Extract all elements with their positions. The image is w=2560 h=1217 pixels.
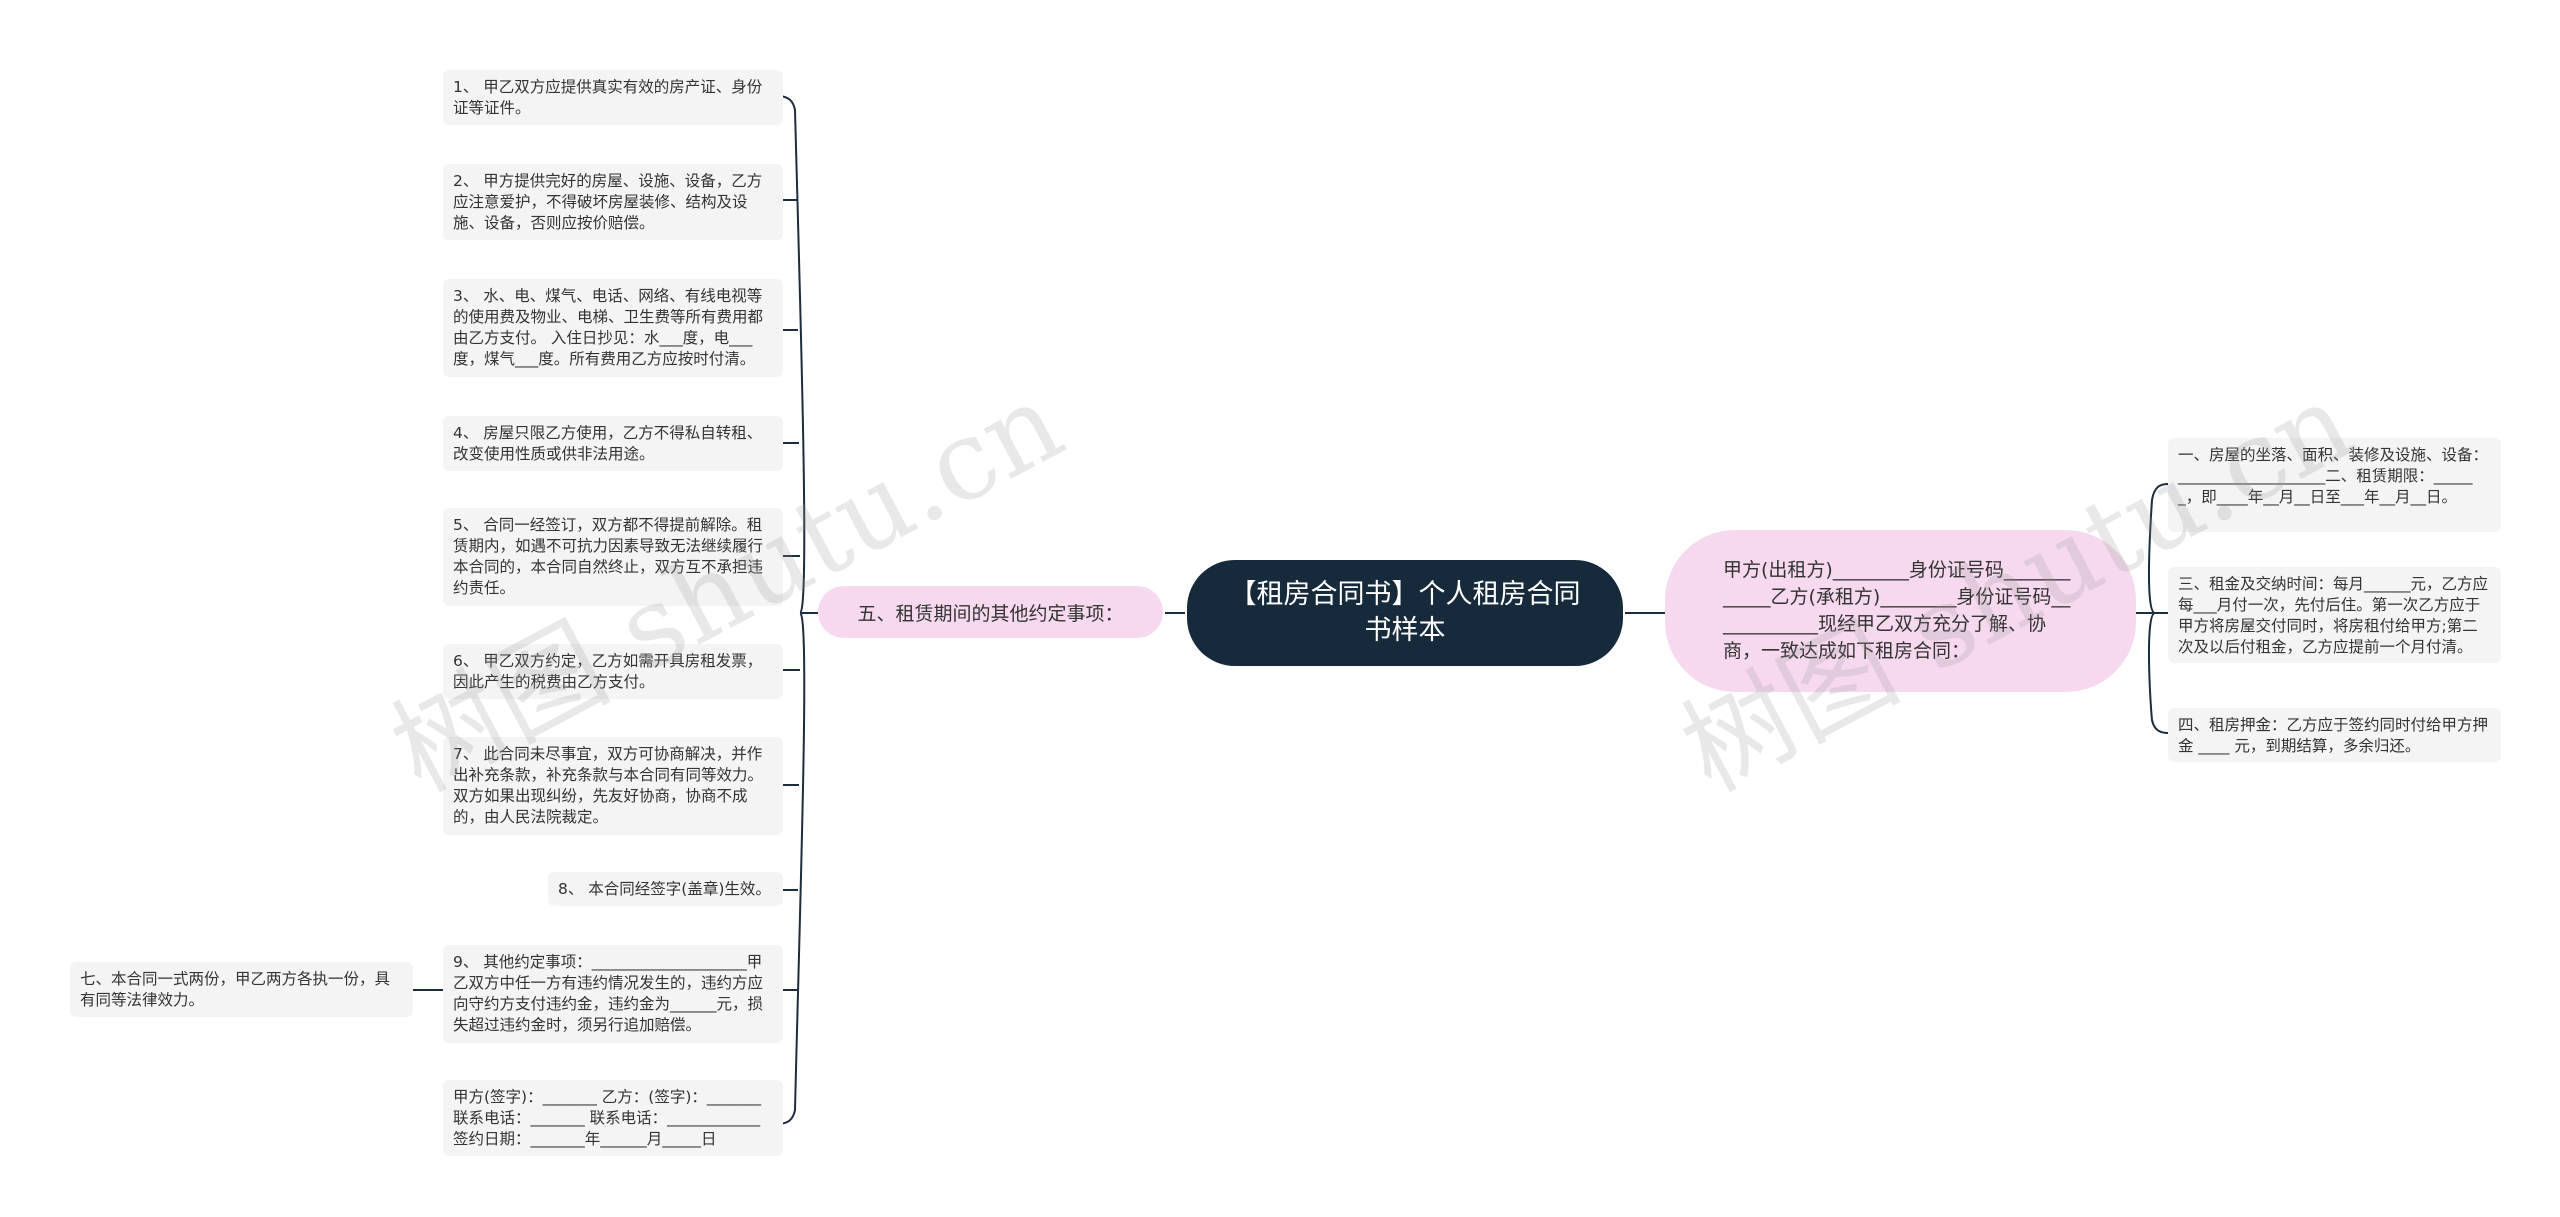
bracket-left <box>779 95 806 614</box>
leaf-rent-payment[interactable]: 三、租金及交纳时间：每月______元，乙方应每___月付一次，先付后住。第一次… <box>2168 567 2501 663</box>
leaf-signatures[interactable]: 甲方(签字)：_______ 乙方：(签字)：_______ 联系电话：____… <box>443 1080 783 1156</box>
root-node[interactable]: 【租房合同书】个人租房合同书样本 <box>1187 560 1623 666</box>
branch-parties[interactable]: 甲方(出租方)________身份证号码____________乙方(承租方)_… <box>1665 530 2136 692</box>
bracket-right-lower <box>2147 612 2169 734</box>
bracket-right <box>2148 483 2169 614</box>
leaf-item-2[interactable]: 2、 甲方提供完好的房屋、设施、设备，乙方应注意爱护，不得破坏房屋装修、结构及设… <box>443 164 783 240</box>
leaf-item-1[interactable]: 1、 甲乙双方应提供真实有效的房产证、身份证等证件。 <box>443 70 783 125</box>
leaf-item-7[interactable]: 7、 此合同未尽事宜，双方可协商解决，并作出补充条款，补充条款与本合同有同等效力… <box>443 737 783 835</box>
leaf-premises-term[interactable]: 一、房屋的坐落、面积、装修及设施、设备：___________________二… <box>2168 438 2501 532</box>
leaf-item-6[interactable]: 6、 甲乙双方约定，乙方如需开具房租发票，因此产生的税费由乙方支付。 <box>443 644 783 699</box>
leaf-item-3[interactable]: 3、 水、电、煤气、电话、网络、有线电视等的使用费及物业、电梯、卫生费等所有费用… <box>443 279 783 377</box>
leaf-item-7-copies[interactable]: 七、本合同一式两份，甲乙两方各执一份，具有同等法律效力。 <box>70 962 413 1017</box>
branch-parties-label: 甲方(出租方)________身份证号码____________乙方(承租方)_… <box>1723 559 2071 662</box>
leaf-item-9[interactable]: 9、 其他约定事项：____________________甲乙双方中任一方有违… <box>443 945 783 1043</box>
branch-other-agreements-label: 五、租赁期间的其他约定事项： <box>857 602 1124 625</box>
leaf-item-4[interactable]: 4、 房屋只限乙方使用，乙方不得私自转租、改变使用性质或供非法用途。 <box>443 416 783 471</box>
leaf-item-5[interactable]: 5、 合同一经签订，双方都不得提前解除。租赁期内，如遇不可抗力因素导致无法继续履… <box>443 508 783 606</box>
leaf-deposit[interactable]: 四、租房押金：乙方应于签约同时付给甲方押金 ____ 元，到期结算，多余归还。 <box>2168 708 2501 762</box>
branch-other-agreements[interactable]: 五、租赁期间的其他约定事项： <box>818 586 1163 638</box>
bracket-left-lower <box>779 612 806 1125</box>
leaf-item-8[interactable]: 8、 本合同经签字(盖章)生效。 <box>548 872 783 906</box>
root-title: 【租房合同书】个人租房合同书样本 <box>1229 579 1581 646</box>
